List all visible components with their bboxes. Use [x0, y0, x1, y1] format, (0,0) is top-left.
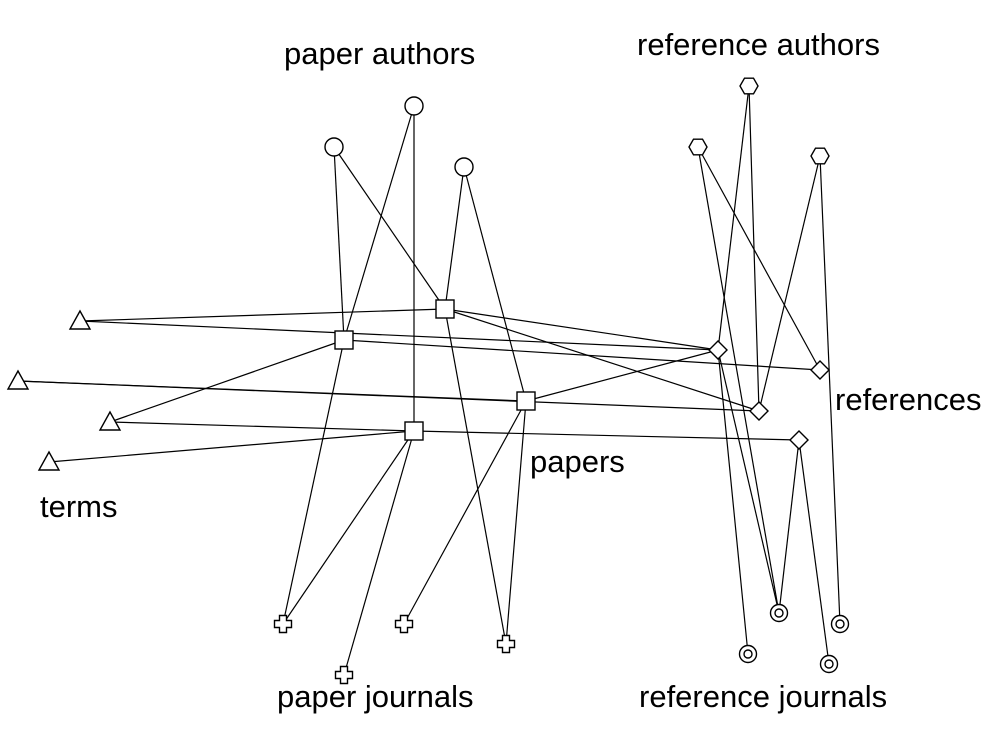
- edge-r4-rj1: [778, 439, 800, 614]
- edge-p1-r3: [444, 308, 760, 412]
- node-paper-authors-circle-icon: [404, 96, 424, 116]
- node-papers-square-icon: [334, 330, 354, 350]
- node-references-diamond-icon: [810, 360, 830, 380]
- node-paper-journals-cross-icon: [394, 614, 414, 634]
- edge-t3-p2: [109, 339, 345, 423]
- node-paper-authors-circle-icon: [454, 157, 474, 177]
- node-reference-journals-double-circle-icon: [819, 654, 839, 674]
- edge-p1-pj3: [444, 308, 507, 645]
- edge-ra2-rj1: [697, 146, 780, 614]
- edges: [17, 85, 841, 676]
- node-reference-journals-double-circle-icon: [769, 603, 789, 623]
- edge-r4-rj4: [798, 439, 830, 665]
- node-reference-journals-double-circle-icon: [830, 614, 850, 634]
- group-label-paper-journals: paper journals: [277, 679, 474, 714]
- group-label-reference-authors: reference authors: [637, 27, 880, 62]
- edge-pa2-p1: [333, 146, 446, 310]
- node-papers-square-icon: [516, 391, 536, 411]
- group-label-reference-journals: reference journals: [639, 679, 888, 714]
- edge-p1-r1: [444, 308, 719, 351]
- edge-p2-r2: [343, 339, 821, 371]
- nodes: [6, 77, 850, 685]
- node-paper-journals-cross-icon: [334, 665, 354, 685]
- edge-ra2-r2: [697, 146, 821, 371]
- edge-p4-pj4: [343, 430, 415, 676]
- edge-p3-pj2: [403, 400, 527, 625]
- node-papers-square-icon: [435, 299, 455, 319]
- group-label-references: references: [835, 382, 982, 417]
- edge-ra1-r1: [717, 85, 750, 351]
- node-terms-triangle-icon: [68, 309, 92, 330]
- edge-pa3-p1: [444, 166, 465, 310]
- edge-t3-p4: [109, 421, 415, 432]
- node-reference-authors-hexagon-icon: [688, 138, 708, 156]
- edge-p3-r1: [525, 349, 719, 402]
- edge-t2-r3: [17, 380, 760, 412]
- node-reference-authors-hexagon-icon: [739, 77, 759, 95]
- edge-p3-pj3: [505, 400, 527, 645]
- node-references-diamond-icon: [708, 340, 728, 360]
- edge-pa3-p3: [463, 166, 527, 402]
- node-reference-authors-hexagon-icon: [810, 147, 830, 165]
- node-paper-authors-circle-icon: [324, 137, 344, 157]
- edge-p2-pj1: [282, 339, 345, 625]
- edge-p4-pj1: [282, 430, 415, 625]
- group-label-papers: papers: [530, 444, 625, 479]
- node-references-diamond-icon: [789, 430, 809, 450]
- edge-t1-r1: [79, 320, 719, 351]
- edge-t4-p4: [48, 430, 415, 463]
- node-reference-journals-double-circle-icon: [738, 644, 758, 664]
- edge-ra3-r3: [758, 155, 821, 412]
- edge-pa2-p2: [333, 146, 345, 341]
- node-paper-journals-cross-icon: [496, 634, 516, 654]
- node-papers-square-icon: [404, 421, 424, 441]
- node-paper-journals-cross-icon: [273, 614, 293, 634]
- edge-r1-rj3: [717, 349, 749, 655]
- node-terms-triangle-icon: [37, 450, 61, 471]
- node-terms-triangle-icon: [6, 369, 30, 390]
- edge-r1-rj1: [717, 349, 780, 614]
- edge-t1-p1: [79, 308, 446, 322]
- edge-pa1-p2: [343, 105, 415, 341]
- group-label-terms: terms: [40, 489, 118, 524]
- edge-p4-r4: [413, 430, 800, 441]
- node-references-diamond-icon: [749, 401, 769, 421]
- group-label-paper-authors: paper authors: [284, 36, 476, 71]
- edge-ra3-rj2: [819, 155, 841, 625]
- node-terms-triangle-icon: [98, 410, 122, 431]
